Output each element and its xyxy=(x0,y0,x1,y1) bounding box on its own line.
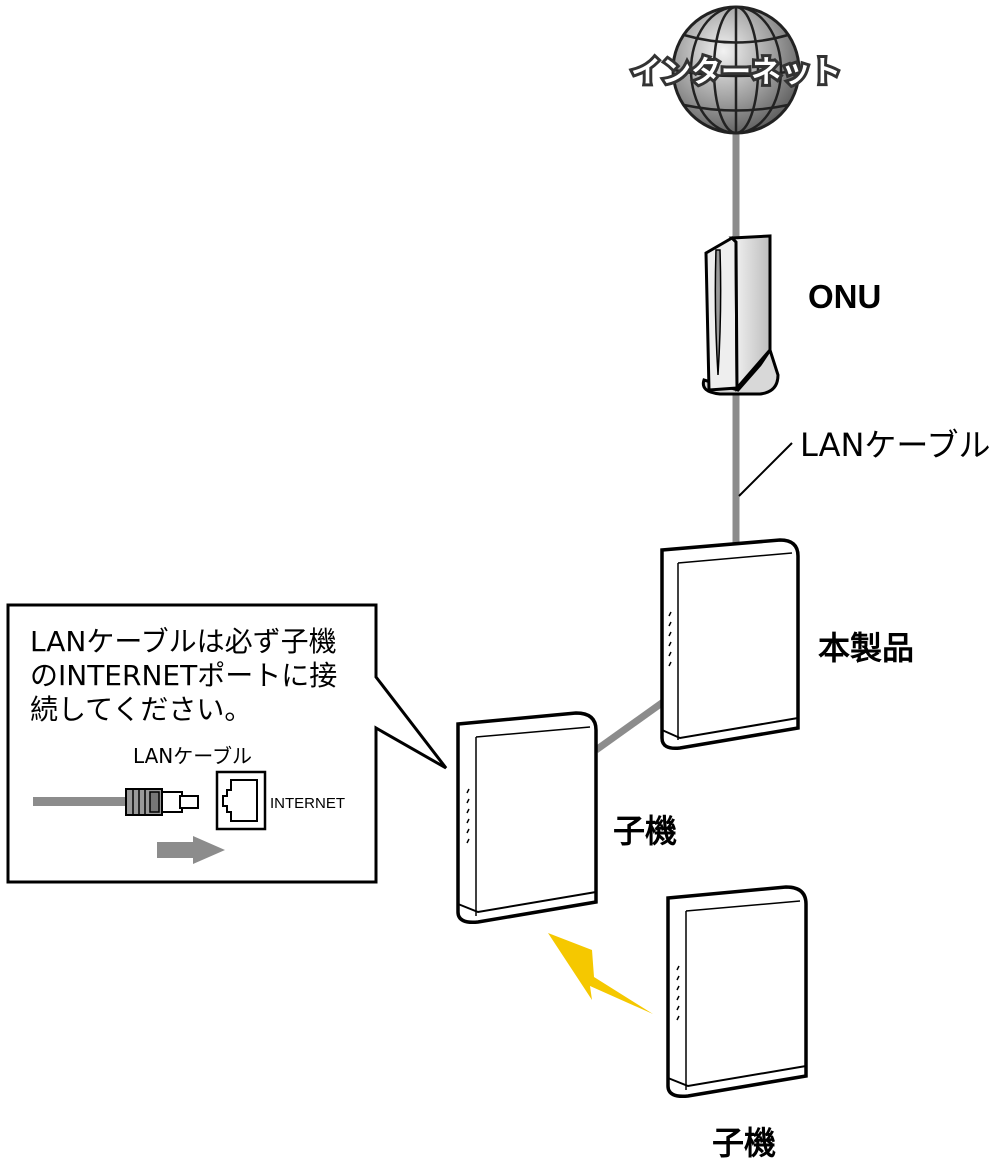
globe-icon xyxy=(671,5,801,135)
main-router-label: 本製品 xyxy=(818,629,915,667)
lan-cable-plug-icon xyxy=(33,788,199,816)
arrow-right-icon xyxy=(157,836,225,864)
lan-cable-label: LANケーブル xyxy=(800,426,991,464)
callout-instruction: LANケーブルは必ず子機 のINTERNETポートに接 続してください。 xyxy=(30,625,370,727)
child-router-wireless-label: 子機 xyxy=(712,1124,777,1162)
child-router-wireless-icon xyxy=(666,885,808,1099)
onu-label: ONU xyxy=(808,278,882,315)
main-router-icon xyxy=(660,538,800,751)
ethernet-port-icon xyxy=(215,770,267,831)
onu-device-icon xyxy=(701,234,780,396)
internet-label: インターネット xyxy=(631,55,841,90)
child-router-wired-label: 子機 xyxy=(613,812,678,850)
callout-line-2: のINTERNETポートに接 xyxy=(30,659,338,692)
callout-box xyxy=(6,603,448,884)
callout-port-label: INTERNET xyxy=(270,795,345,812)
callout-line-1: LANケーブルは必ず子機 xyxy=(30,625,337,658)
lan-cable-leader-line xyxy=(738,442,793,497)
cable-main-child xyxy=(593,697,669,753)
callout-line-3: 続してください。 xyxy=(30,693,253,726)
callout-cable-label: LANケーブル xyxy=(133,744,253,768)
lightning-bolt-icon xyxy=(548,933,653,1014)
child-router-wired-icon xyxy=(456,711,598,925)
